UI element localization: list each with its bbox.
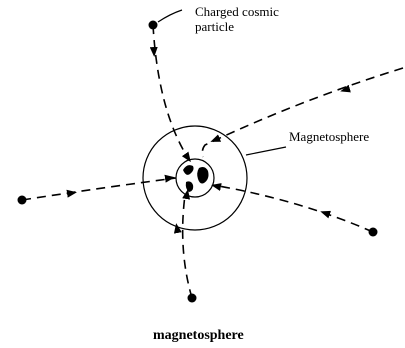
particle-path-top	[153, 25, 188, 158]
particle-dot-top	[149, 21, 158, 30]
label-magnetosphere: Magnetosphere	[289, 129, 369, 144]
label-charged-particle-line2: particle	[195, 19, 234, 34]
label-charged-particle-line1: Charged cosmic	[195, 4, 279, 19]
particle-path-bottom	[183, 195, 192, 298]
caption: magnetosphere	[153, 328, 244, 343]
particle-dot-left	[18, 196, 27, 205]
particle-dot-lower-right	[369, 228, 378, 237]
leader-line-particle	[158, 10, 182, 22]
magnetosphere-boundary	[143, 126, 247, 230]
upper-right-arrow1	[345, 84, 365, 90]
earth-continents	[183, 165, 209, 192]
earth-outline	[176, 159, 214, 197]
particle-dot-bottom	[188, 294, 197, 303]
leader-line-magnetosphere	[246, 147, 286, 155]
particle-path-left	[22, 178, 176, 200]
bottom-arrow1	[177, 228, 180, 245]
